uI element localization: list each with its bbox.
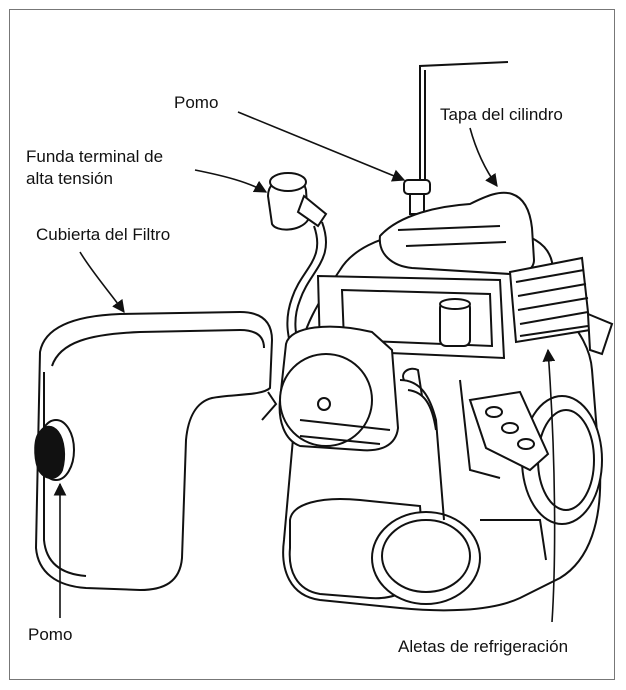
label-tapa-cilindro: Tapa del cilindro [440,105,563,124]
arrow-funda-terminal [194,169,268,193]
engine-block [261,191,614,612]
ht-terminal-boot [266,172,328,353]
allen-key [419,61,509,180]
arrow-pomo-top [237,111,406,182]
label-pomo-top: Pomo [174,93,219,112]
label-pomo-bottom: Pomo [28,625,73,644]
leader-arrows [53,111,556,623]
knob-top [403,179,431,215]
label-cubierta-filtro: Cubierta del Filtro [36,225,171,244]
arrow-cubierta-filtro [79,251,125,314]
label-funda-terminal-line2: alta tensión [26,169,113,188]
filter-cover [34,310,274,592]
label-funda-terminal-line1: Funda terminal de [26,147,164,166]
arrow-aletas [542,348,556,623]
label-aletas-refrigeracion: Aletas de refrigeración [398,637,569,656]
arrow-tapa-cilindro [469,127,498,188]
